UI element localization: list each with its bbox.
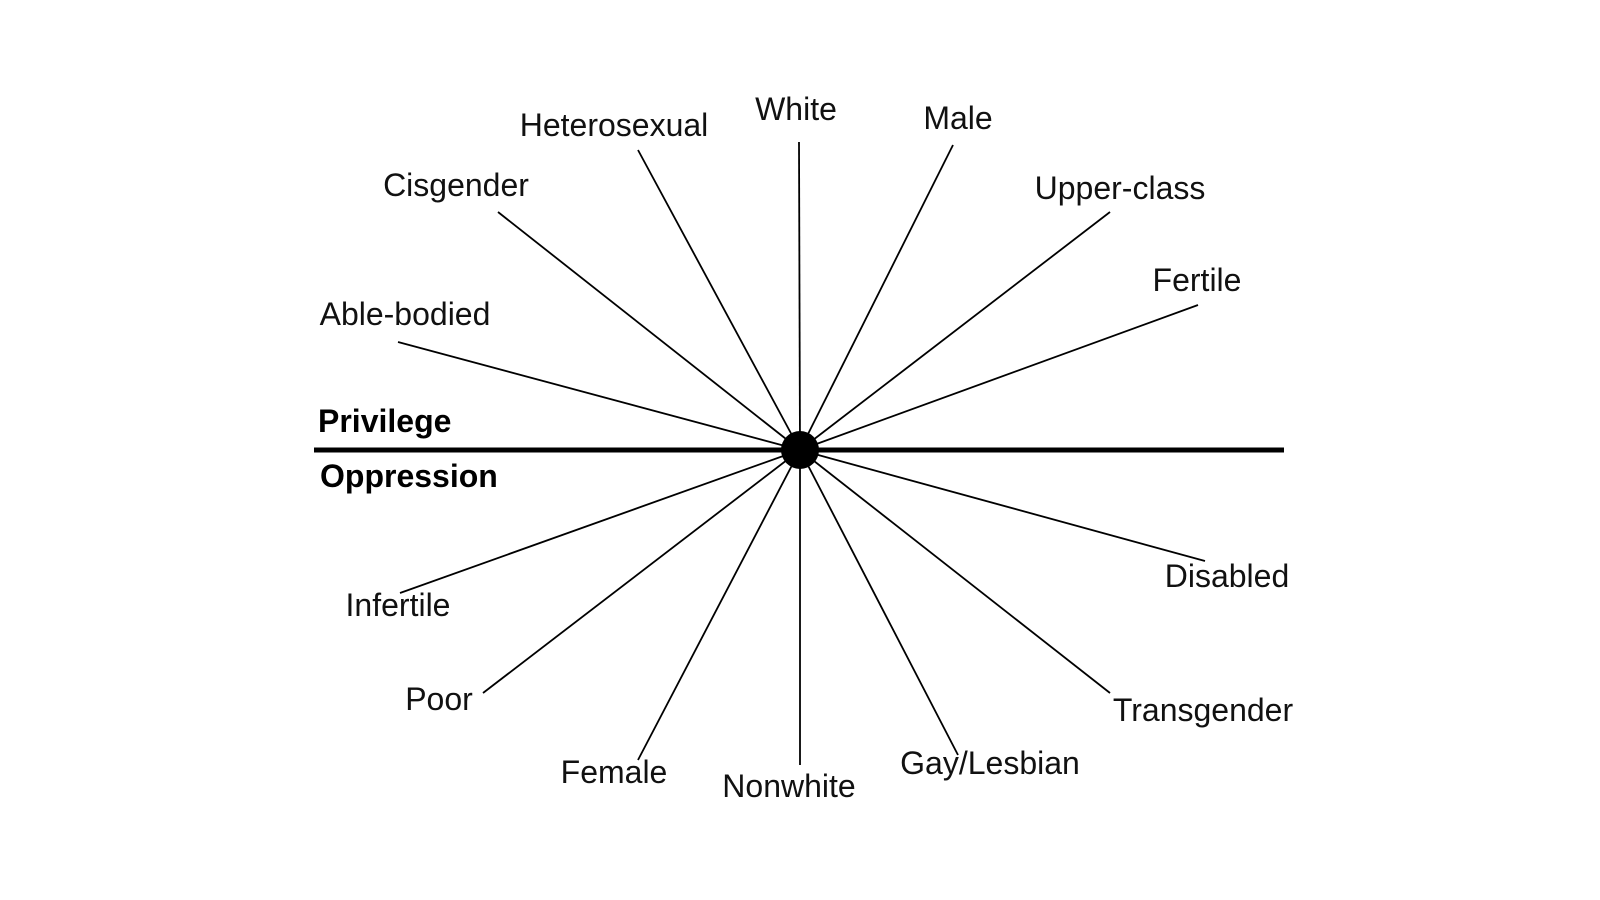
oppression-label: Oppression	[320, 458, 498, 494]
spoke-gay-lesbian	[799, 449, 959, 756]
spoke-fertile	[799, 304, 1199, 451]
privilege-label: Privilege	[318, 403, 451, 439]
label-nonwhite: Nonwhite	[722, 768, 855, 804]
spoke-male	[799, 144, 954, 451]
spoke-upper-class	[799, 211, 1111, 451]
label-gay-lesbian: Gay/Lesbian	[900, 745, 1080, 781]
spoke-infertile	[399, 449, 801, 594]
label-female: Female	[561, 754, 668, 790]
spokes	[397, 141, 1206, 765]
center-node	[781, 431, 819, 469]
label-able-bodied: Able-bodied	[320, 296, 491, 332]
label-transgender: Transgender	[1113, 692, 1294, 728]
spoke-transgender	[799, 449, 1111, 694]
label-white: White	[755, 91, 837, 127]
label-cisgender: Cisgender	[383, 167, 529, 203]
label-infertile: Infertile	[346, 587, 451, 623]
label-upper-class: Upper-class	[1035, 170, 1206, 206]
spoke-white	[798, 141, 801, 451]
label-poor: Poor	[405, 681, 473, 717]
spoke-poor	[482, 449, 801, 694]
spoke-able-bodied	[397, 341, 801, 451]
label-heterosexual: Heterosexual	[520, 107, 709, 143]
spoke-labels: Able-bodied Cisgender Heterosexual White Mal…	[320, 91, 1294, 804]
spoke-female	[637, 449, 801, 761]
label-fertile: Fertile	[1153, 262, 1242, 298]
label-disabled: Disabled	[1165, 558, 1290, 594]
spoke-disabled	[799, 449, 1206, 562]
spoke-heterosexual	[637, 149, 801, 451]
label-male: Male	[923, 100, 992, 136]
spoke-cisgender	[497, 211, 801, 451]
